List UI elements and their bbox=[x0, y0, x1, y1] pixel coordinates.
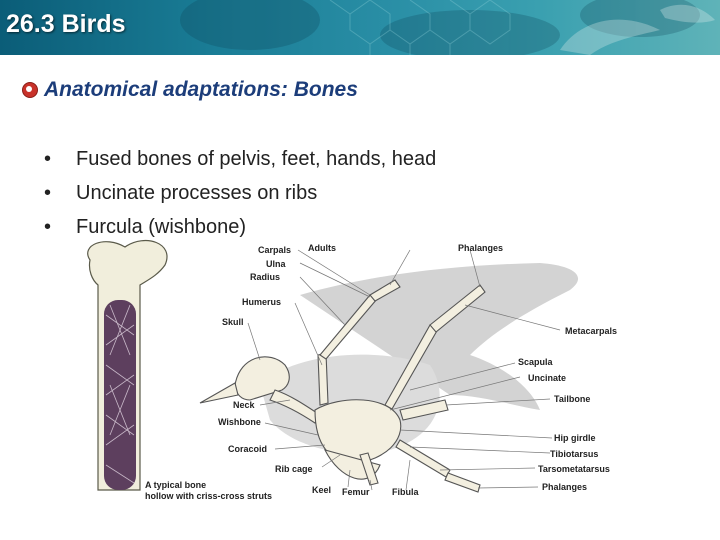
label-rib-cage: Rib cage bbox=[275, 464, 313, 474]
label-tibiotarsus: Tibiotarsus bbox=[550, 449, 599, 459]
label-femur: Femur bbox=[342, 487, 370, 497]
leg-shape bbox=[395, 439, 451, 478]
bullet-dot: • bbox=[44, 215, 52, 238]
heading-text: Anatomical adaptations: Bones bbox=[44, 78, 358, 101]
label-tarsometatarsus: Tarsometatarsus bbox=[538, 464, 610, 474]
bullet-dot: • bbox=[44, 147, 52, 170]
label-carpals: Carpals bbox=[258, 245, 292, 255]
label-skull: Skull bbox=[222, 317, 244, 327]
title-banner: 26.3 Birds bbox=[0, 0, 720, 55]
skeleton-illustration bbox=[87, 239, 579, 493]
bullet-dot: • bbox=[44, 181, 52, 204]
label-metacarpals: Metacarpals bbox=[565, 326, 618, 336]
bullet-text: Furcula (wishbone) bbox=[76, 215, 247, 238]
label-phalanges-bottom: Phalanges bbox=[542, 482, 588, 492]
label-tailbone: Tailbone bbox=[554, 394, 591, 404]
slide-section-title: 26.3 Birds bbox=[6, 10, 126, 38]
typical-bone bbox=[87, 239, 168, 491]
foot-shape bbox=[444, 472, 481, 493]
hand-right-shape bbox=[429, 284, 486, 333]
label-scapula: Scapula bbox=[518, 357, 553, 367]
label-adults: Adults bbox=[308, 243, 336, 253]
label-coracoid: Coracoid bbox=[228, 444, 268, 454]
label-fibula: Fibula bbox=[392, 487, 419, 497]
label-keel: Keel bbox=[312, 485, 332, 495]
label-hip-girdle: Hip girdle bbox=[554, 433, 596, 443]
banner-texture bbox=[180, 0, 715, 55]
bullet-circle-icon bbox=[22, 82, 38, 98]
tail-shape bbox=[399, 399, 449, 421]
label-neck: Neck bbox=[233, 400, 255, 410]
list-item: • Furcula (wishbone) bbox=[44, 210, 436, 244]
list-item: • Fused bones of pelvis, feet, hands, hea… bbox=[44, 142, 436, 176]
neck-shape bbox=[269, 389, 321, 424]
bullet-text: Uncinate processes on ribs bbox=[76, 181, 318, 204]
label-wishbone: Wishbone bbox=[218, 417, 261, 427]
beak-shape bbox=[199, 382, 239, 404]
humerus-shape bbox=[317, 352, 329, 406]
bullet-text: Fused bones of pelvis, feet, hands, head bbox=[76, 147, 437, 170]
skull-shape bbox=[234, 356, 290, 401]
femur-shape bbox=[359, 452, 379, 486]
bone-caption-line1: A typical bone bbox=[145, 480, 207, 490]
label-humerus: Humerus bbox=[242, 297, 282, 307]
label-phalanges-top: Phalanges bbox=[458, 243, 504, 253]
slide-heading: Anatomical adaptations: Bones bbox=[22, 78, 358, 102]
bone-caption-line2: hollow with criss-cross struts bbox=[145, 491, 273, 501]
label-uncinate: Uncinate bbox=[528, 373, 567, 383]
bullet-list: • Fused bones of pelvis, feet, hands, hea… bbox=[44, 142, 436, 244]
bird-skeleton-figure: Carpals Adults Ulna Radius Humerus Skull… bbox=[70, 235, 630, 510]
list-item: • Uncinate processes on ribs bbox=[44, 176, 436, 210]
wing-left-shape bbox=[369, 279, 401, 302]
label-ulna: Ulna bbox=[266, 259, 286, 269]
label-radius: Radius bbox=[250, 272, 281, 282]
